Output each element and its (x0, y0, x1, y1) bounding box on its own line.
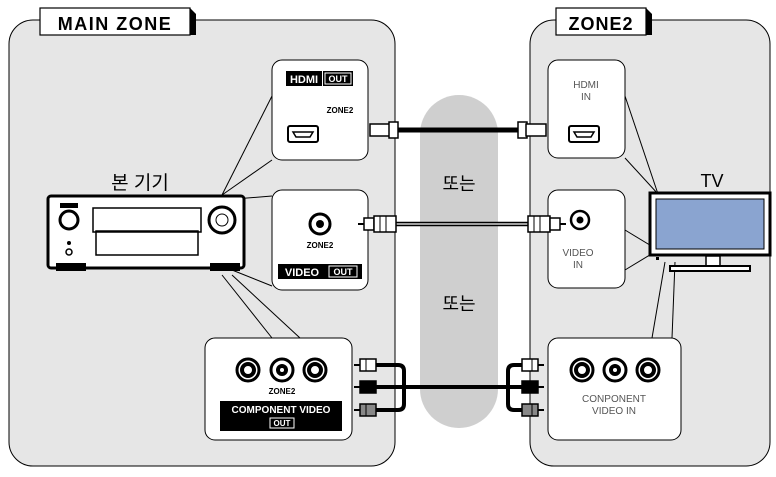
main-hdmi-zone2-label: ZONE2 (327, 106, 354, 115)
main-video-label: VIDEO (285, 267, 320, 279)
receiver-volume-knob (207, 205, 237, 235)
main-video-zone2-label: ZONE2 (307, 241, 334, 250)
unit-label: 본 기기 (111, 172, 169, 194)
main-hdmi-port (287, 125, 319, 143)
main-callout-lines (221, 95, 301, 339)
main-video-panel: ZONE2 VIDEO OUT (271, 189, 369, 291)
main-zone-tab: MAIN ZONE (39, 7, 196, 36)
tv-screen (656, 199, 764, 249)
main-component-panel: ZONE2 COMPONENT VIDEO OUT (204, 337, 353, 441)
tv-component-label: CONPONENT (582, 394, 646, 405)
component-plugs-left (354, 358, 377, 417)
tv-set: TV (648, 171, 772, 272)
tv-video-in-label: IN (573, 260, 583, 271)
tv-component-jacks (569, 357, 661, 383)
or-label-top: 또는 (442, 174, 475, 194)
tv-hdmi-label: HDMI (573, 80, 599, 91)
receiver-unit: 본 기기 (46, 172, 246, 271)
main-video-jack (308, 212, 332, 236)
receiver-left-knob (58, 209, 80, 231)
video-cable (358, 215, 566, 233)
zone2-tab: ZONE2 (555, 7, 652, 36)
main-hdmi-panel: HDMI OUT ZONE2 (271, 59, 369, 161)
tv-label: TV (700, 171, 723, 191)
component-plugs-right (521, 358, 544, 417)
or-band (420, 95, 498, 428)
receiver-display (92, 207, 202, 233)
tv-hdmi-in-label: IN (581, 92, 591, 103)
tv-video-label: VIDEO (562, 248, 593, 259)
tv-component-panel: CONPONENT VIDEO IN (547, 337, 682, 441)
main-component-jacks (235, 357, 328, 383)
main-hdmi-label: HDMI (290, 74, 318, 86)
main-hdmi-out-label: OUT (329, 74, 349, 84)
main-zone-title: MAIN ZONE (58, 14, 173, 34)
main-component-label: COMPONENT VIDEO (232, 405, 331, 416)
tv-video-panel: VIDEO IN (547, 189, 626, 289)
tv-video-jack (569, 209, 591, 231)
main-video-out-label: OUT (334, 267, 354, 277)
main-component-out-label: OUT (274, 419, 291, 428)
hdmi-cable (369, 121, 547, 139)
tv-hdmi-panel: HDMI IN (547, 59, 626, 159)
main-component-zone2-label: ZONE2 (269, 387, 296, 396)
or-label-bottom: 또는 (442, 294, 475, 314)
tv-component-in-label: VIDEO IN (592, 406, 636, 417)
tv-hdmi-port (568, 125, 600, 143)
zone2-title: ZONE2 (568, 14, 633, 34)
component-cable (354, 358, 544, 417)
